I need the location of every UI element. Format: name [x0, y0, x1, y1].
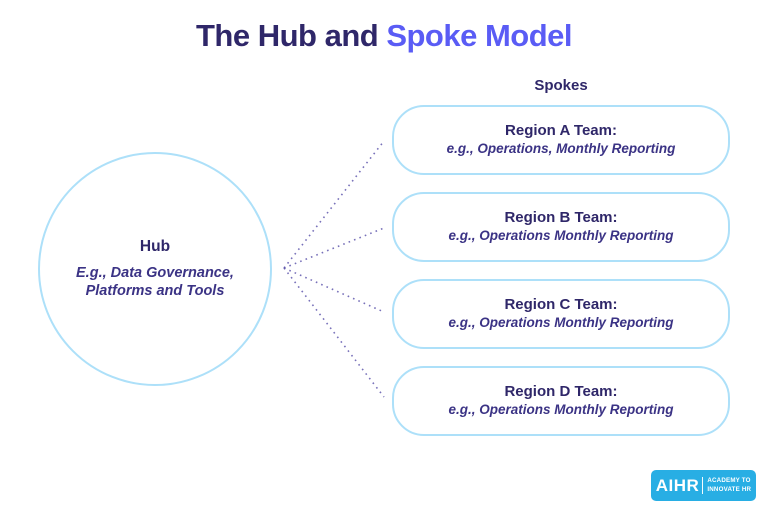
aihr-logo-divider: [702, 477, 704, 494]
aihr-logo: AIHR ACADEMY TO INNOVATE HR: [651, 470, 756, 501]
spoke-node-region-a: Region A Team: e.g., Operations, Monthly…: [392, 105, 730, 175]
aihr-logo-tagline-line2: INNOVATE HR: [707, 485, 752, 493]
spoke-title: Region A Team:: [505, 122, 617, 140]
hub-subtitle-line2: Platforms and Tools: [85, 282, 225, 299]
connector-line-region-b: [283, 227, 385, 269]
spoke-node-region-c: Region C Team: e.g., Operations Monthly …: [392, 279, 730, 349]
aihr-logo-tagline: ACADEMY TO INNOVATE HR: [707, 477, 751, 494]
spoke-subtitle: e.g., Operations, Monthly Reporting: [446, 140, 676, 156]
spoke-subtitle: e.g., Operations Monthly Reporting: [448, 314, 674, 330]
spoke-title: Region C Team:: [504, 296, 618, 314]
hub-node: Hub E.g., Data Governance, Platforms and…: [38, 152, 272, 386]
spoke-title: Region B Team:: [504, 209, 618, 227]
spoke-node-region-b: Region B Team: e.g., Operations Monthly …: [392, 192, 730, 262]
hub-subtitle-line1: E.g., Data Governance,: [76, 265, 234, 282]
page-title-prefix: The Hub and: [195, 18, 387, 53]
connector-line-region-d: [283, 267, 385, 398]
aihr-logo-tagline-line1: ACADEMY TO: [707, 477, 751, 485]
spoke-subtitle: e.g., Operations Monthly Reporting: [448, 401, 674, 417]
page-title-highlight: Spoke Model: [386, 18, 573, 53]
hub-subtitle: E.g., Data Governance, Platforms and Too…: [76, 265, 234, 300]
page-title: The Hub and Spoke Model: [0, 18, 768, 54]
spoke-title: Region D Team:: [504, 383, 618, 401]
spokes-column-header: Spokes: [534, 77, 588, 94]
spoke-subtitle: e.g., Operations Monthly Reporting: [448, 227, 674, 243]
connector-line-region-a: [283, 140, 385, 269]
connector-line-region-c: [283, 267, 385, 313]
hub-label: Hub: [139, 238, 171, 256]
spoke-node-region-d: Region D Team: e.g., Operations Monthly …: [392, 366, 730, 436]
aihr-logo-brand: AIHR: [655, 476, 700, 495]
